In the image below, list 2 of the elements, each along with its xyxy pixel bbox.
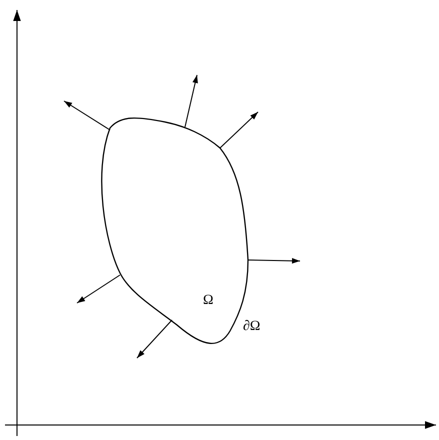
domain-label: Ω bbox=[203, 293, 214, 309]
boundary-label: ∂Ω bbox=[243, 319, 260, 335]
